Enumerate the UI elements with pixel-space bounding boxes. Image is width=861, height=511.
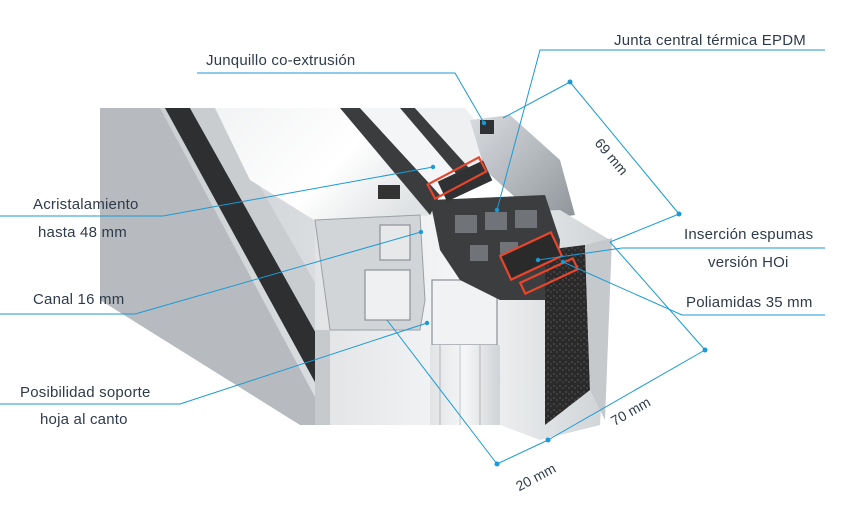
label-junquillo: Junquillo co-extrusión	[206, 52, 356, 69]
label-poliamidas: Poliamidas 35 mm	[686, 294, 813, 311]
profile-right-face	[585, 238, 612, 420]
frame-left-edge	[100, 108, 330, 425]
glass-spacer	[340, 108, 440, 215]
glass-spacer-2	[400, 108, 480, 190]
label-junta-central: Junta central térmica EPDM	[614, 32, 806, 49]
highlight-central-gasket	[426, 155, 488, 201]
label-acristalamiento-line2: hasta 48 mm	[38, 224, 127, 241]
profile-top-cap	[470, 115, 575, 220]
frame-front-face	[315, 330, 330, 425]
glass-pane-2	[360, 108, 470, 195]
dimension-ticks	[494, 79, 708, 467]
leader-endpoints	[418, 120, 566, 326]
glass-pane	[215, 108, 430, 240]
highlight-foam-insert	[498, 230, 564, 282]
label-acristalamiento-line1: Acristalamiento	[33, 196, 139, 213]
foam-insert	[545, 245, 590, 425]
label-canal: Canal 16 mm	[33, 291, 125, 308]
frame-chamber-top	[379, 224, 411, 261]
canal-chamber	[364, 269, 411, 321]
sash-front-face	[430, 345, 500, 425]
highlight-polyamide	[518, 256, 580, 296]
label-insercion-line2: versión HOi	[708, 254, 789, 271]
label-insercion-line1: Inserción espumas	[684, 226, 814, 243]
leader-lines	[0, 49, 825, 465]
glazing-dark-strip	[165, 108, 345, 395]
label-posibilidad-line1: Posibilidad soporte	[20, 384, 151, 401]
label-posibilidad-line2: hoja al canto	[40, 411, 128, 428]
